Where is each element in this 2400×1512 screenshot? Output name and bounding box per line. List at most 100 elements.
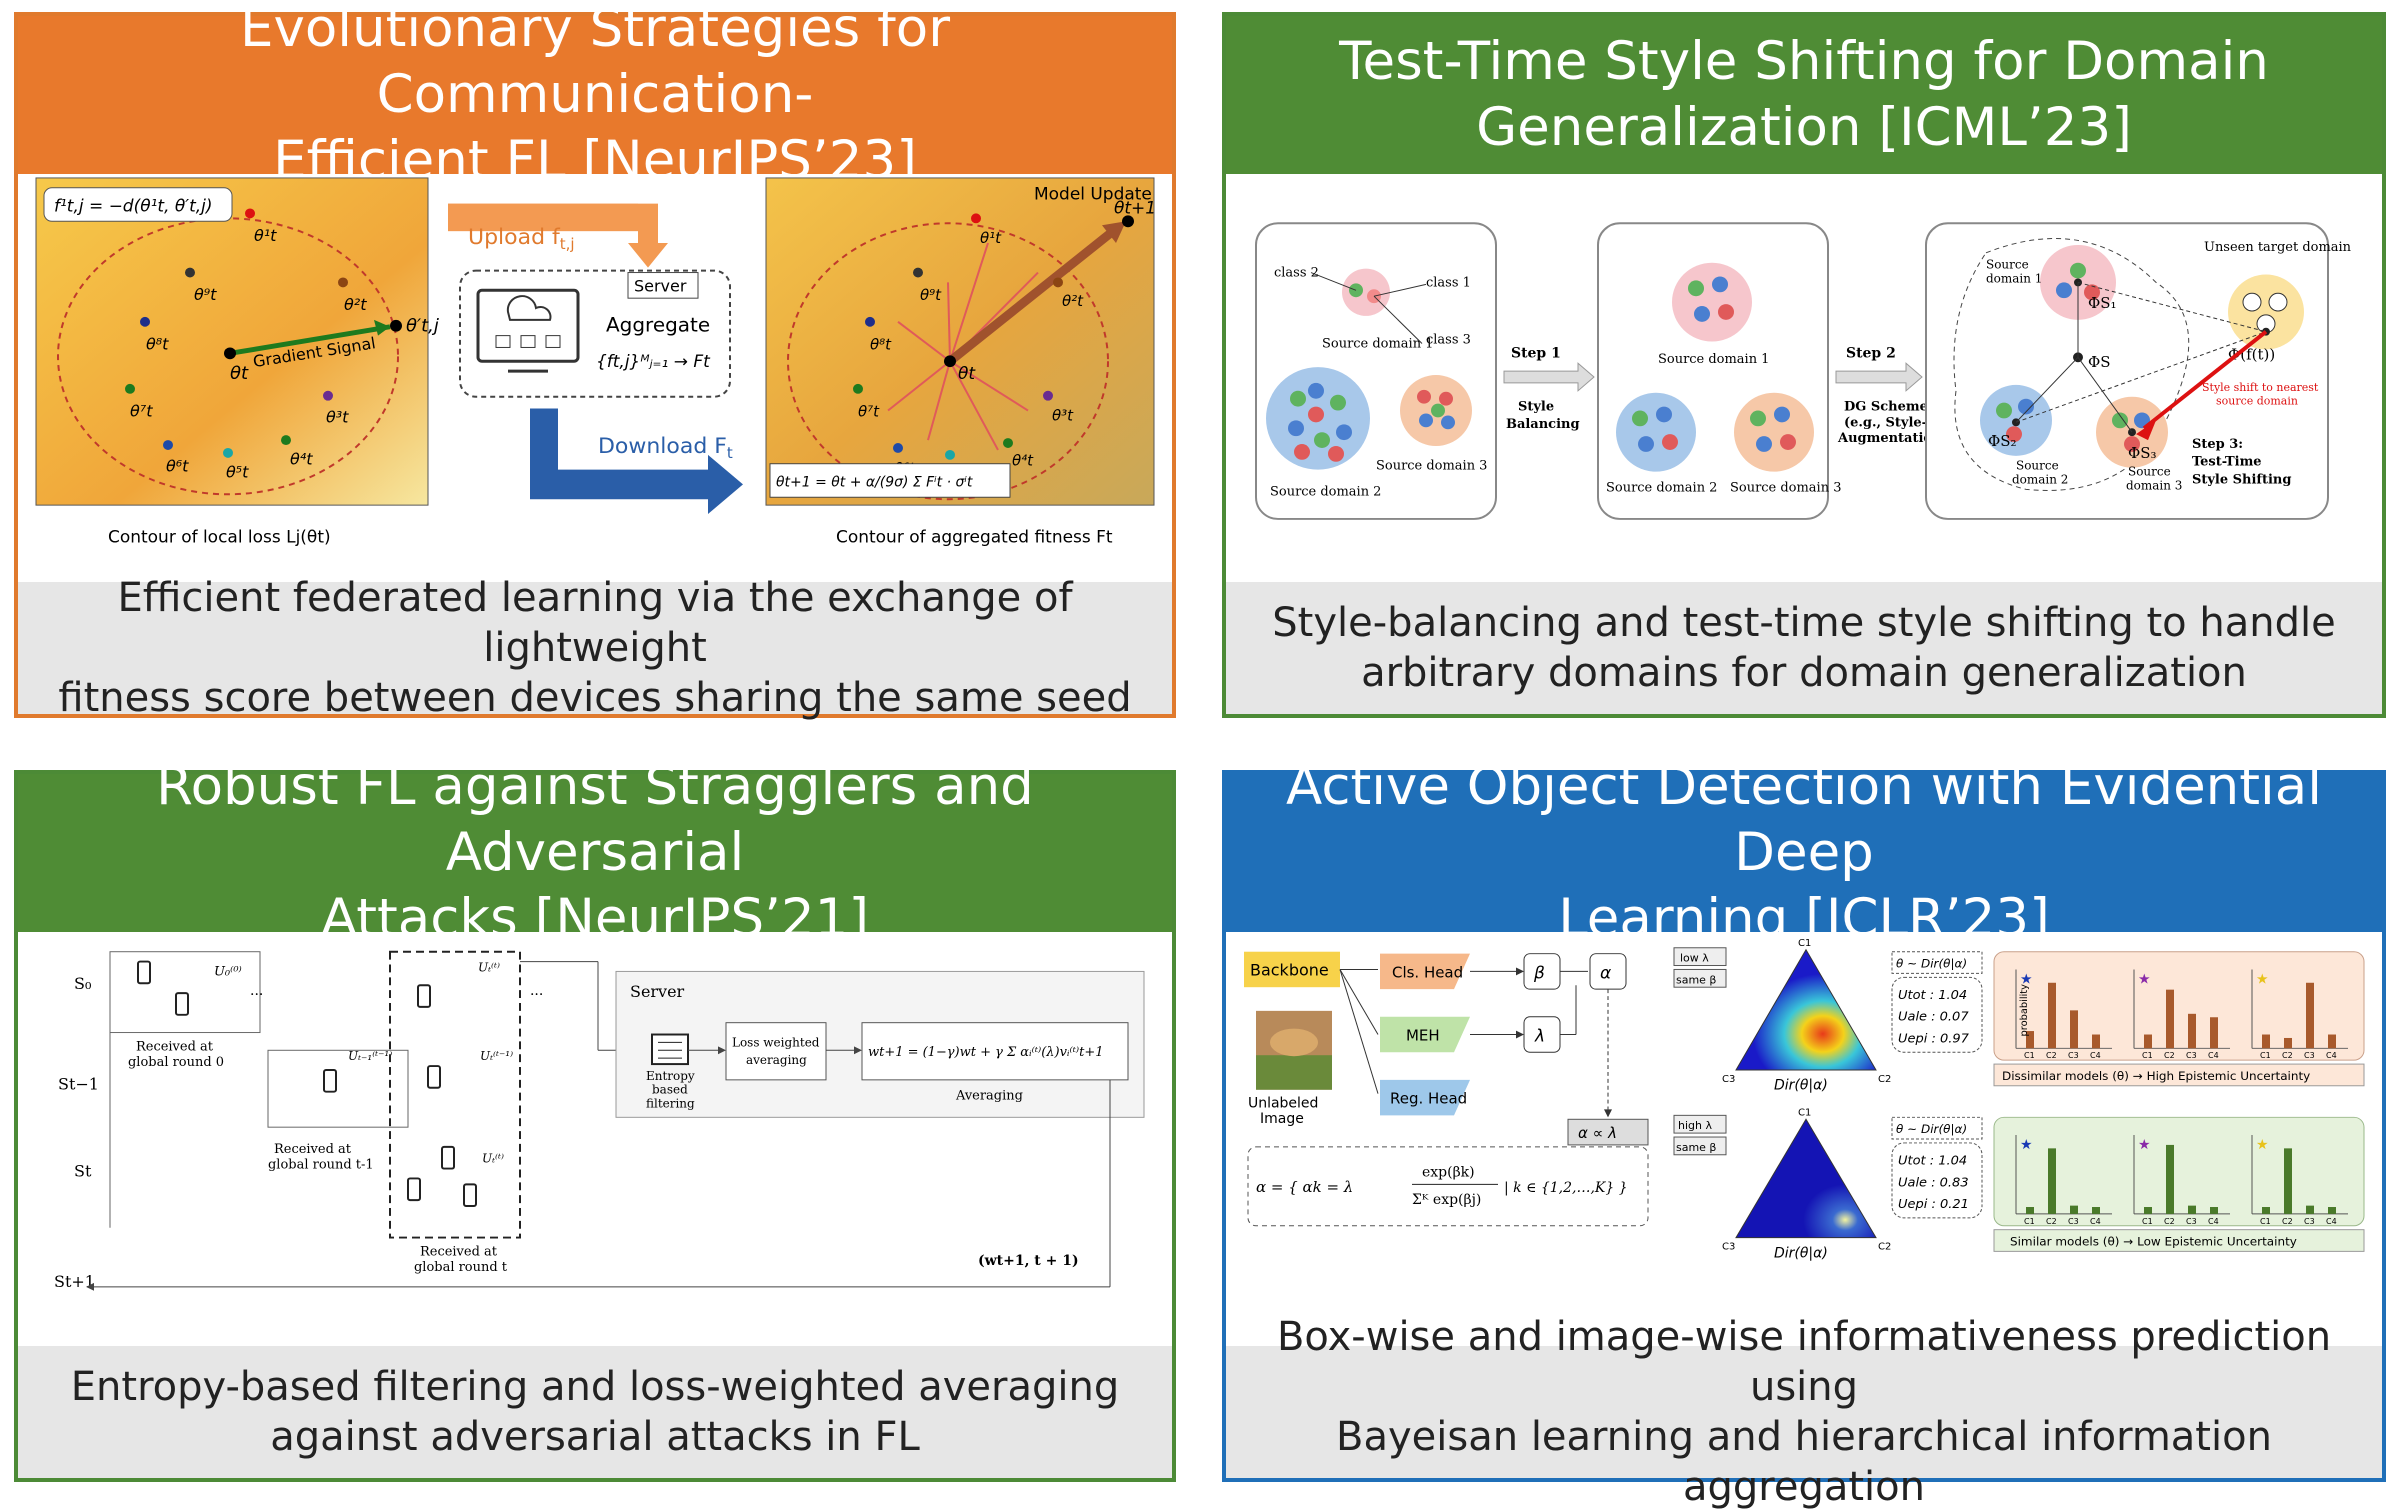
- bar-group-bottom: [1993, 1116, 2365, 1227]
- caption-line: Entropy-based filtering and loss-weighte…: [70, 1364, 1120, 1410]
- bar-tick-label: C3: [2186, 1217, 2197, 1226]
- svg-text:θ¹t: θ¹t: [254, 226, 277, 245]
- svg-text:ΦS₃: ΦS₃: [2128, 444, 2157, 462]
- aggregate-formula: {ft,j}ᴹⱼ₌₁ → Ft: [596, 351, 711, 371]
- star-icon: ★: [2020, 1137, 2033, 1153]
- svg-text:Image: Image: [1260, 1111, 1304, 1127]
- aggregate-label: Aggregate: [606, 314, 710, 337]
- svg-text:Uale : 0.07: Uale : 0.07: [1898, 1010, 1969, 1025]
- server-label: Server: [634, 276, 687, 295]
- bar-tick-label: C1: [2260, 1051, 2271, 1060]
- svg-text:filtering: filtering: [646, 1097, 695, 1111]
- round-t-box: [389, 950, 521, 1239]
- svg-text:Uepi : 0.97: Uepi : 0.97: [1898, 1031, 1970, 1046]
- style-shift-arrow: [2142, 330, 2268, 430]
- theta-t-label: θt: [230, 363, 249, 384]
- bar-tick-label: C3: [2304, 1217, 2315, 1226]
- probability-bar: [2188, 1013, 2196, 1049]
- bar-tick-label: C4: [2208, 1217, 2219, 1226]
- svg-text:C2: C2: [1878, 1241, 1891, 1252]
- probability-bar: [2188, 1205, 2196, 1214]
- bar-tick-label: C3: [2068, 1217, 2079, 1226]
- star-icon: ★: [2256, 971, 2269, 987]
- svg-text:Source domain 1: Source domain 1: [1658, 352, 1769, 367]
- probability-bar: [2166, 989, 2174, 1049]
- svg-text:Step 3:: Step 3:: [2192, 437, 2243, 452]
- svg-text:MEH: MEH: [1406, 1027, 1440, 1045]
- alpha-formula-box: [1247, 1146, 1649, 1227]
- svg-text:θ¹t: θ¹t: [980, 229, 1002, 247]
- probability-bar: [2284, 1148, 2292, 1214]
- panel-es-fl: Evolutionary Strategies for Communicatio…: [14, 0, 1176, 721]
- svg-text:Similar models (θ) → Low Epist: Similar models (θ) → Low Epistemic Uncer…: [2010, 1235, 2297, 1249]
- probability-bar: [2210, 1017, 2218, 1049]
- loss-weighted-box: [725, 1022, 827, 1081]
- svg-text:Dir(θ|α): Dir(θ|α): [1774, 1078, 1828, 1094]
- svg-text:Uₜ⁽ᵗ⁾: Uₜ⁽ᵗ⁾: [482, 1152, 504, 1166]
- monitor-icon: [476, 288, 580, 363]
- bar-tick-label: C1: [2260, 1217, 2271, 1226]
- svg-text:high λ: high λ: [1678, 1119, 1712, 1132]
- dirichlet-simplex-top: [1735, 948, 1877, 1071]
- svg-text:θt: θt: [958, 363, 976, 383]
- probability-bar: [2144, 1034, 2152, 1049]
- es-fl-diagram: f¹t,j = −d(θ¹t, θ′t,j) Gradient Signal θ…: [35, 177, 1156, 547]
- svg-text:Test-Time: Test-Time: [2192, 455, 2262, 470]
- svg-text:...: ...: [530, 983, 543, 999]
- panel-caption: Entropy-based filtering and loss-weighte…: [18, 1346, 1172, 1478]
- bar-tick-label: C4: [2326, 1217, 2337, 1226]
- probability-bar: [2048, 1148, 2056, 1214]
- svg-text:Source: Source: [2128, 465, 2171, 479]
- svg-text:based: based: [652, 1083, 688, 1097]
- bar-tick-label: C2: [2282, 1051, 2293, 1060]
- update-formula: θt+1 = θt + α/(9σ) Σ Fⁱt · σⁱt: [776, 474, 973, 490]
- svg-text:Unseen target domain: Unseen target domain: [2204, 240, 2351, 255]
- svg-text:θ ~ Dir(θ|α): θ ~ Dir(θ|α): [1896, 957, 1967, 972]
- svg-text:θ ~ Dir(θ|α): θ ~ Dir(θ|α): [1896, 1122, 1967, 1137]
- svg-text:Augmentation): Augmentation): [1837, 431, 1948, 446]
- svg-text:θ⁵t: θ⁵t: [226, 463, 249, 482]
- svg-text:class 2: class 2: [1274, 266, 1319, 281]
- svg-text:Source: Source: [1986, 258, 2029, 272]
- svg-text:θ²t: θ²t: [344, 295, 367, 314]
- svg-text:St−1: St−1: [58, 1075, 99, 1094]
- caption-line: Efficient federated learning via the exc…: [117, 575, 1073, 671]
- filter-icon: [651, 1033, 689, 1066]
- svg-text:probability: probability: [2019, 984, 2030, 1037]
- probability-bar: [2306, 982, 2314, 1049]
- theta-next-label: θt+1: [1114, 198, 1156, 218]
- cls-head-box: [1380, 953, 1470, 990]
- svg-text:Received at: Received at: [420, 1244, 498, 1259]
- dirichlet-simplex-bottom: [1735, 1118, 1877, 1239]
- probability-bar: [2262, 1034, 2270, 1049]
- right-caption: Contour of aggregated fitness Ft: [836, 527, 1113, 547]
- bar-group-top: [1993, 951, 2365, 1061]
- svg-text:source domain: source domain: [2216, 395, 2298, 408]
- svg-text:θ⁴t: θ⁴t: [290, 450, 313, 469]
- svg-text:class 1: class 1: [1426, 275, 1471, 290]
- svg-text:θ³t: θ³t: [1052, 406, 1074, 424]
- svg-text:Uale : 0.83: Uale : 0.83: [1898, 1175, 1969, 1190]
- bar-tick-label: C4: [2090, 1051, 2101, 1060]
- bar-tick-label: C1: [2024, 1051, 2035, 1060]
- svg-text:C3: C3: [1722, 1241, 1735, 1252]
- bar-tick-label: C2: [2046, 1051, 2057, 1060]
- svg-text:α: α: [1600, 962, 1611, 982]
- bar-tick-label: C3: [2068, 1051, 2079, 1060]
- star-icon: ★: [2256, 1137, 2269, 1153]
- bar-tick-label: C2: [2164, 1217, 2175, 1226]
- svg-text:Φ(f(t)): Φ(f(t)): [2228, 345, 2275, 363]
- svg-text:Balancing: Balancing: [1506, 417, 1580, 432]
- svg-text:wt+1 = (1−γ)wt + γ Σ αᵢ⁽ᵗ⁾(λ)v: wt+1 = (1−γ)wt + γ Σ αᵢ⁽ᵗ⁾(λ)vᵢ⁽ᵗ⁾t+1: [868, 1045, 1103, 1060]
- svg-text:α = { αk = λ: α = { αk = λ: [1256, 1178, 1353, 1196]
- svg-text:θ⁴t: θ⁴t: [1012, 452, 1034, 470]
- svg-text:Step 1: Step 1: [1511, 345, 1561, 361]
- probability-bar: [2262, 1207, 2270, 1214]
- upload-arrow: [448, 203, 638, 232]
- svg-text:St: St: [74, 1162, 92, 1181]
- bar-tick-label: C3: [2304, 1051, 2315, 1060]
- svg-text:domain 2: domain 2: [2012, 473, 2068, 487]
- svg-text:Style Shifting: Style Shifting: [2192, 473, 2291, 488]
- title-line: Active Object Detection with Evidential …: [1286, 756, 2322, 883]
